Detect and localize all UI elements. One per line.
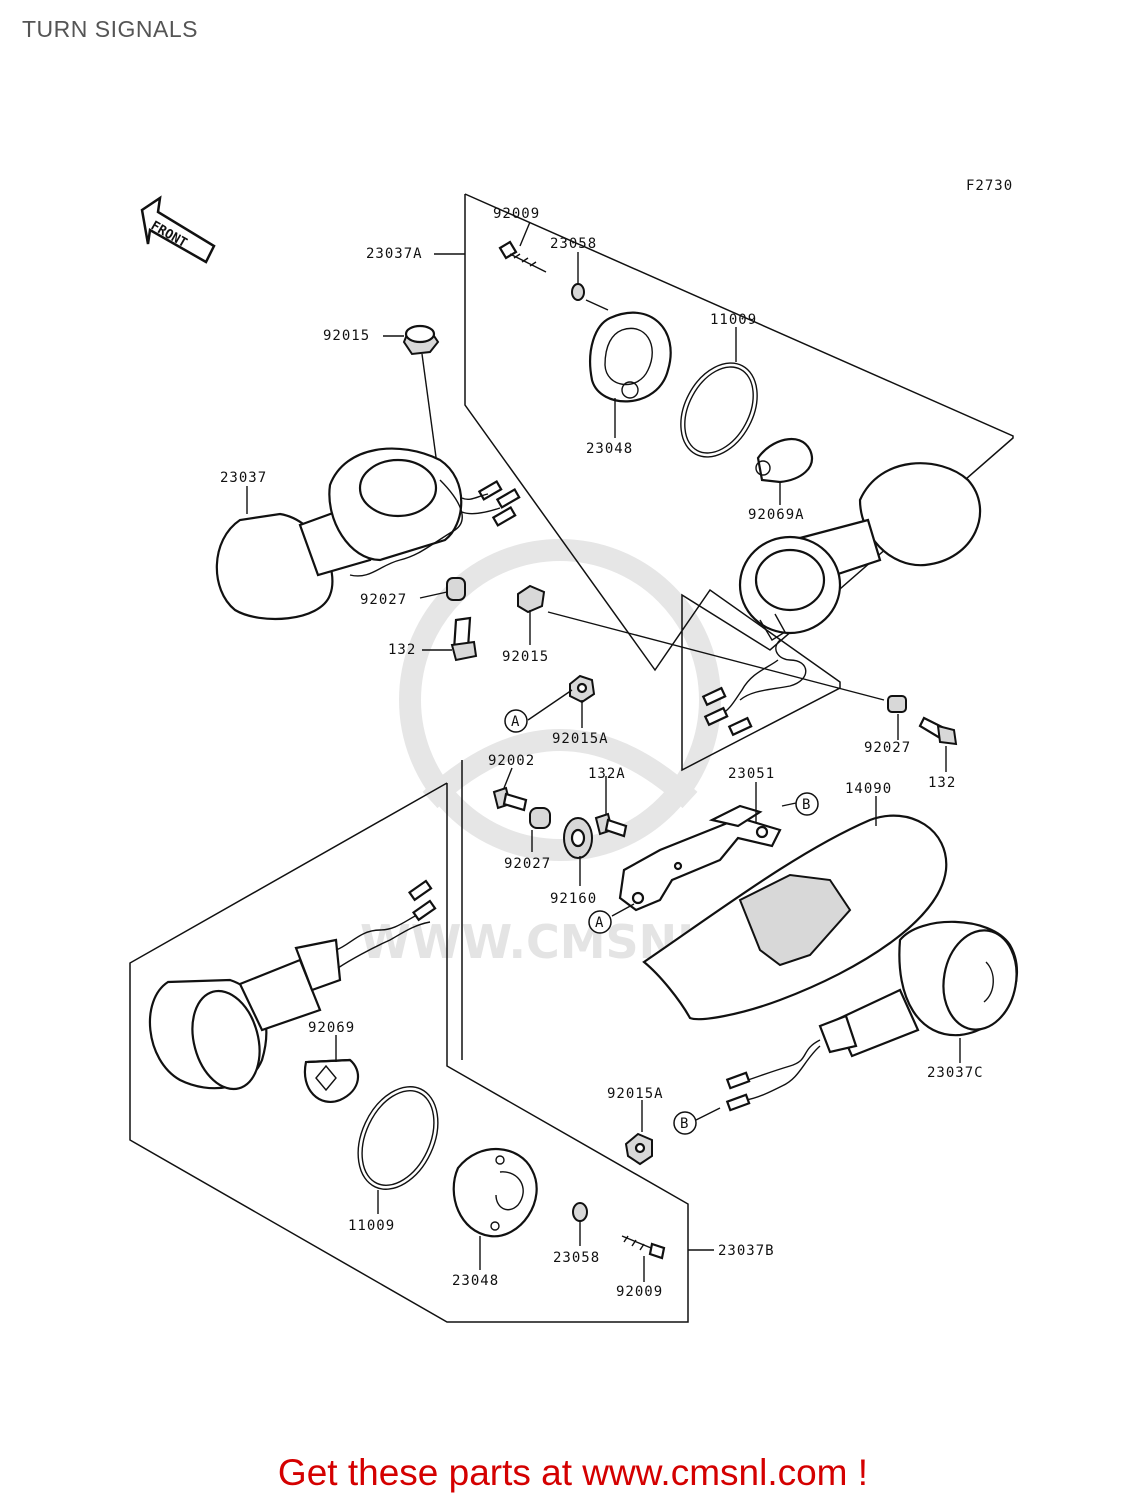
part-label-14090: 14090 (845, 781, 892, 797)
leader-line (547, 611, 885, 701)
part-label-92015A-mid: 92015A (552, 731, 609, 747)
part-label-92009-top: 92009 (493, 206, 540, 222)
part-label-132A: 132A (588, 766, 626, 782)
callout-b-bottom: B (673, 1111, 697, 1135)
spacer-92027-right-icon (887, 695, 907, 713)
part-label-11009-bottom: 11009 (348, 1218, 395, 1234)
svg-text:A: A (511, 714, 520, 730)
bolt-132-left-icon (450, 616, 478, 662)
part-label-92027-mid: 92027 (504, 856, 551, 872)
part-label-92160: 92160 (550, 891, 597, 907)
frame-upper-right (464, 193, 1014, 772)
nut-92015-top-icon (402, 324, 440, 356)
part-label-23037: 23037 (220, 470, 267, 486)
part-label-23037C: 23037C (927, 1065, 984, 1081)
leader-lines (246, 221, 961, 1282)
leader-line (421, 353, 439, 473)
turn-signal-23037B-icon (148, 909, 431, 1091)
washer-23058-bottom-icon (572, 1202, 588, 1222)
part-label-23051: 23051 (728, 766, 775, 782)
exploded-parts-diagram: WWW.CMSNL.COM F2730 FRONT (129, 178, 1019, 1323)
turn-signal-23037-right-icon (719, 462, 982, 716)
screw-92009-bottom-icon (621, 1235, 666, 1260)
part-label-92069A: 92069A (748, 507, 805, 523)
nut-92015-mid-icon (517, 584, 546, 614)
wire-connectors-left-icon (461, 480, 521, 527)
part-label-23048-bottom: 23048 (452, 1273, 499, 1289)
bulb-92069A-icon (755, 438, 813, 484)
part-label-92015A-bottom: 92015A (607, 1086, 664, 1102)
part-label-23058-top: 23058 (550, 236, 597, 252)
bolt-132-right-icon (918, 716, 958, 746)
turn-signal-23037-left-icon (215, 447, 463, 621)
part-label-92027-right: 92027 (864, 740, 911, 756)
part-label-92069: 92069 (308, 1020, 355, 1036)
page-title: TURN SIGNALS (22, 16, 198, 42)
part-label-92015-top: 92015 (323, 328, 370, 344)
washer-23058-top-icon (571, 283, 585, 301)
fender-14090-icon (642, 814, 948, 1021)
part-label-132-right: 132 (928, 775, 956, 791)
nut-92015A-bottom-icon (624, 1132, 653, 1166)
gasket-11009-top-icon (680, 362, 758, 458)
lens-23048-top-icon (589, 311, 672, 403)
part-label-23048-top: 23048 (586, 441, 633, 457)
spacer-92027-left-icon (446, 577, 466, 601)
cta-link[interactable]: Get these parts at www.cmsnl.com ! (277, 1452, 869, 1493)
nut-92015A-mid-icon (569, 674, 596, 704)
svg-text:B: B (802, 797, 811, 813)
svg-text:A: A (595, 915, 604, 931)
wire-connectors-lower-right-icon (725, 1071, 751, 1112)
part-label-92009-bottom: 92009 (616, 1284, 663, 1300)
frame-lower-left (129, 782, 689, 1323)
wire-connectors-lower-left-icon (407, 879, 437, 922)
callout-b-top: B (795, 792, 819, 816)
bolt-132A-icon (594, 812, 628, 838)
part-label-23037A: 23037A (366, 246, 423, 262)
screw-92009-top-icon (498, 240, 547, 273)
figure-code: F2730 (966, 178, 1013, 194)
bracket-23051-icon (618, 804, 782, 912)
part-label-92027-left: 92027 (360, 592, 407, 608)
part-label-92015-mid: 92015 (502, 649, 549, 665)
callout-a-bottom: A (588, 910, 612, 934)
part-label-23058-bottom: 23058 (553, 1250, 600, 1266)
bolt-92002-icon (492, 786, 528, 812)
wire-connectors-right-icon (701, 686, 753, 737)
grommet-92160-icon (563, 817, 593, 859)
bulb-92069-icon (303, 1058, 360, 1103)
part-label-23037B: 23037B (718, 1243, 775, 1259)
gasket-11009-bottom-icon (357, 1086, 439, 1190)
svg-text:B: B (680, 1116, 689, 1132)
part-label-92002: 92002 (488, 753, 535, 769)
spacer-92027-mid-icon (529, 807, 551, 829)
part-label-132-left: 132 (388, 642, 416, 658)
callout-a-top: A (504, 709, 528, 733)
part-label-11009-top: 11009 (710, 312, 757, 328)
lens-23048-bottom-icon (452, 1147, 538, 1238)
turn-signal-23037C-icon (745, 920, 1019, 1101)
front-arrow-icon: FRONT (140, 195, 216, 264)
